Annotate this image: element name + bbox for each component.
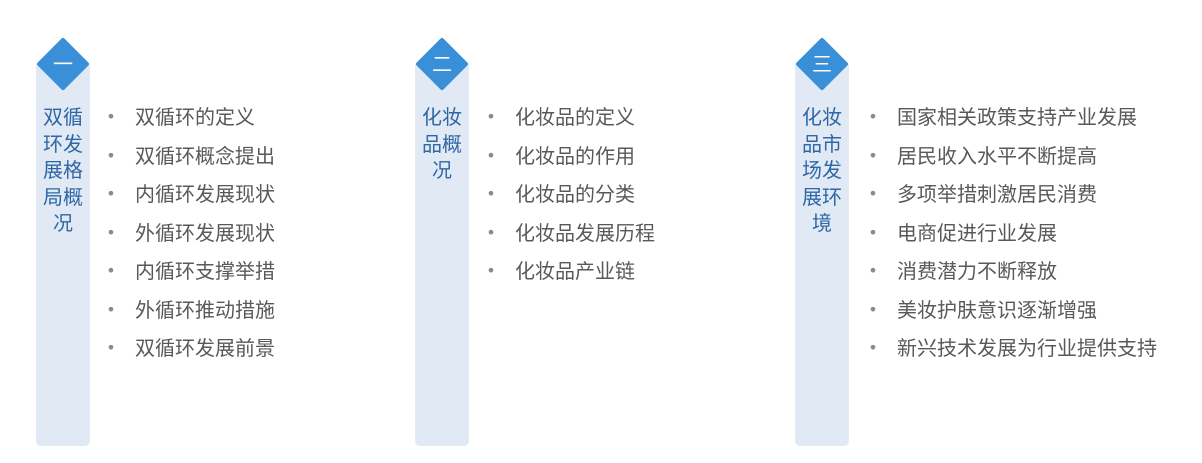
bullet-icon: • (106, 184, 116, 203)
bullet-icon: • (486, 184, 496, 203)
bullet-icon: • (106, 145, 116, 165)
bullet-icon: • (106, 299, 116, 319)
section-3-numeral: 三 (812, 52, 832, 76)
list-item-label: 化妆品的定义 (515, 105, 635, 129)
list-item-label: 外循环发展现状 (135, 220, 275, 245)
bullet-icon: • (868, 145, 878, 165)
list-item-label: 新兴技术发展为行业提供支持 (897, 336, 1157, 360)
bullet-icon: • (868, 222, 878, 242)
list-item-label: 美妆护肤意识逐渐增强 (897, 297, 1097, 322)
list-item-label: 外循环推动措施 (135, 297, 275, 322)
section-2-bar (415, 62, 469, 446)
bullet-icon: • (486, 261, 496, 280)
list-item-label: 化妆品产业链 (515, 259, 635, 283)
section-1-title: 双循环发展格局概况 (43, 105, 83, 235)
bullet-icon: • (106, 338, 116, 357)
bullet-icon: • (486, 222, 496, 242)
section-2-title: 化妆品概况 (422, 105, 462, 182)
bullet-icon: • (486, 107, 496, 126)
list-item-label: 国家相关政策支持产业发展 (897, 105, 1137, 129)
bullet-icon: • (106, 261, 116, 280)
section-3-title: 化妆品市场发展环境 (802, 105, 842, 235)
bullet-icon: • (106, 222, 116, 242)
bullet-icon: • (868, 107, 878, 126)
bullet-icon: • (868, 184, 878, 203)
bullet-icon: • (868, 261, 878, 280)
list-item-label: 双循环的定义 (135, 105, 255, 129)
section-2-diamond-badge: 二 (415, 37, 469, 91)
list-item-label: 双循环概念提出 (135, 143, 275, 168)
section-1-diamond-badge: 一 (36, 37, 90, 91)
list-item-label: 内循环发展现状 (135, 182, 275, 206)
section-3-diamond-badge: 三 (795, 37, 849, 91)
list-item-label: 电商促进行业发展 (897, 220, 1057, 245)
section-1-bar (36, 62, 90, 446)
bullet-icon: • (868, 338, 878, 357)
bullet-icon: • (106, 107, 116, 126)
section-3-bar (795, 62, 849, 446)
section-2-numeral: 二 (432, 52, 452, 76)
list-item-label: 化妆品发展历程 (515, 220, 655, 245)
bullet-icon: • (868, 299, 878, 319)
list-item-label: 双循环发展前景 (135, 336, 275, 360)
bullet-icon: • (486, 145, 496, 165)
list-item-label: 内循环支撑举措 (135, 259, 275, 283)
list-item-label: 多项举措刺激居民消费 (897, 182, 1097, 206)
list-item-label: 消费潜力不断释放 (897, 259, 1057, 283)
list-item-label: 化妆品的分类 (515, 182, 635, 206)
list-item-label: 化妆品的作用 (515, 143, 635, 168)
section-1-numeral: 一 (53, 52, 73, 76)
list-item-label: 居民收入水平不断提高 (897, 143, 1097, 168)
